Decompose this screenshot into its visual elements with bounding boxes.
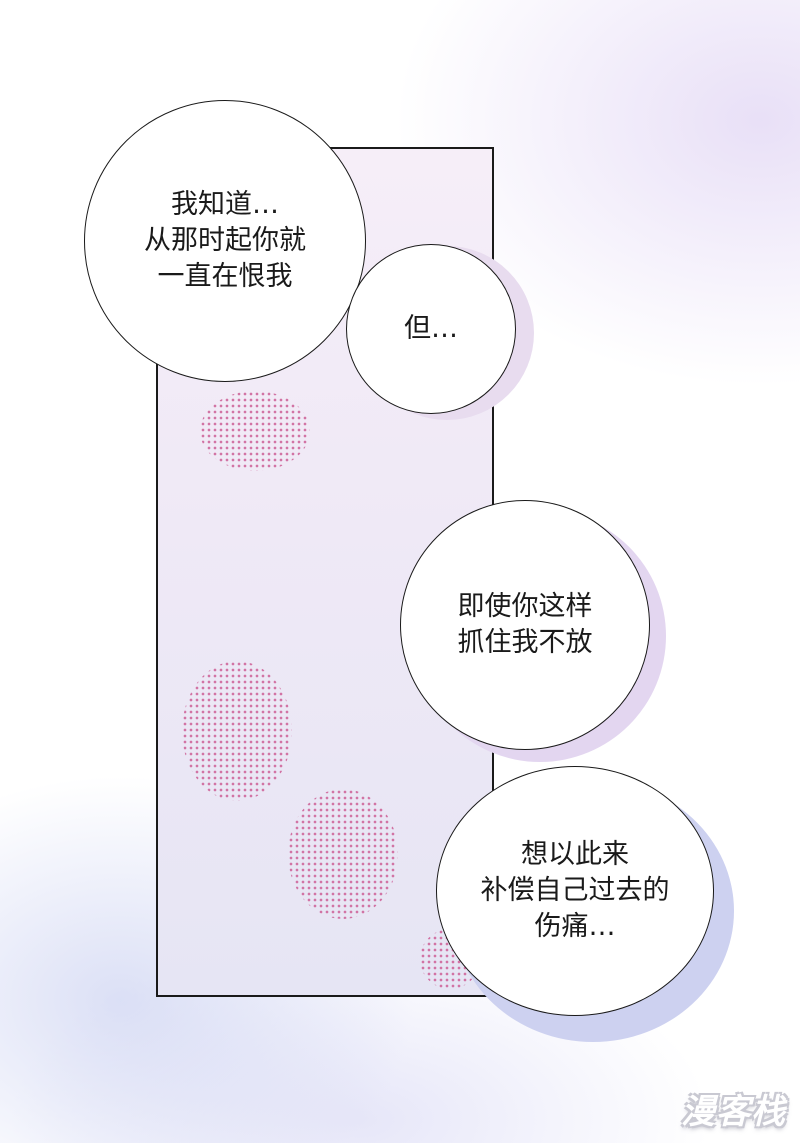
speech-bubble-1: 我知道… 从那时起你就 一直在恨我 [84,100,366,382]
speech-bubble-4-text: 想以此来 补偿自己过去的 伤痛… [480,839,670,942]
speech-bubble-1-text: 我知道… 从那时起你就 一直在恨我 [144,189,306,292]
speech-bubble-4: 想以此来 补偿自己过去的 伤痛… [436,766,714,1016]
halftone-pattern-lower [288,789,398,919]
speech-bubble-2-text: 但… [404,313,458,344]
watermark-logo: 漫客栈 [681,1092,786,1132]
halftone-pattern-middle [182,661,292,801]
halftone-pattern-top [200,391,310,471]
speech-bubble-3: 即使你这样 抓住我不放 [400,500,650,750]
speech-bubble-3-text: 即使你这样 抓住我不放 [457,591,593,658]
speech-bubble-2: 但… [346,244,516,414]
